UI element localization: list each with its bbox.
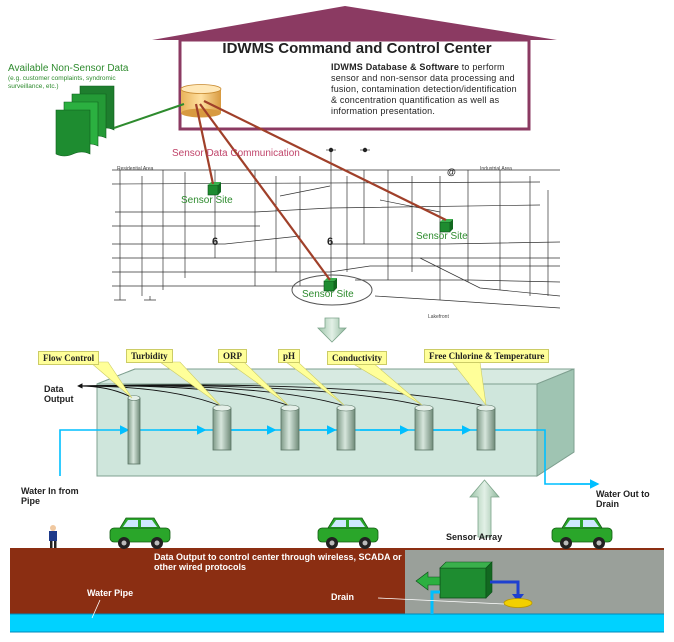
flow-control-cylinder — [127, 395, 141, 465]
outflow-pipe — [490, 580, 520, 596]
non-sensor-title: Available Non-Sensor Data — [8, 63, 129, 74]
water-pipe-label: Water Pipe — [87, 588, 134, 598]
callout-pointers — [89, 361, 487, 407]
sensor-data-communication-label: Sensor Data Communication — [172, 148, 300, 159]
data-output-arrow — [415, 571, 441, 591]
documents-icon — [55, 85, 115, 157]
sensor-array-device — [439, 561, 493, 599]
orp-sensor — [280, 404, 300, 451]
ph-sensor — [336, 404, 356, 451]
svg-text:6: 6 — [327, 236, 333, 248]
sensor-site-highlight — [291, 274, 373, 306]
sensor-array-label: Sensor Array — [446, 532, 503, 542]
command-center-title: IDWMS Command and Control Center — [222, 40, 492, 57]
free-chlorine-temperature-sensor — [476, 404, 496, 451]
inflow-pipe — [430, 590, 440, 614]
industrial-area-label: Industrial Area — [480, 166, 512, 172]
callout-turbidity: Turbidity — [126, 349, 173, 363]
water-out-label: Water Out to Drain — [596, 489, 650, 509]
lakefront-label: Lakefront — [428, 314, 449, 320]
network-map — [111, 149, 561, 309]
conductivity-sensor — [414, 404, 434, 451]
svg-text:@: @ — [447, 167, 456, 177]
description-text: to perform sensor and non-sensor data pr… — [331, 62, 517, 116]
communication-lines — [194, 100, 447, 281]
up-arrow — [469, 479, 500, 538]
sensor-site-label-industrial: Sensor Site — [416, 231, 468, 242]
callout-free-chlorine-temperature: Free Chlorine & Temperature — [424, 349, 550, 363]
car-icon — [109, 517, 171, 549]
drain-label: Drain — [331, 592, 355, 602]
water-in-label: Water In from Pipe — [21, 486, 79, 506]
non-sensor-link — [113, 103, 185, 129]
turbidity-sensor — [212, 404, 232, 451]
down-arrow — [317, 317, 347, 343]
drain-dish — [503, 598, 533, 608]
residential-area-label: Residential Area — [117, 166, 154, 172]
non-sensor-subtitle: (e.g. customer complaints, syndromic sur… — [8, 75, 116, 90]
data-output-label: Data Output — [44, 384, 74, 404]
data-output-control-label: Data Output to control center through wi… — [154, 552, 402, 572]
car-icon — [551, 517, 613, 549]
description-bold: IDWMS Database & Software — [331, 62, 460, 72]
svg-text:6: 6 — [212, 236, 218, 248]
sensor-site-label-center: Sensor Site — [302, 289, 354, 300]
callout-conductivity: Conductivity — [327, 351, 388, 365]
car-icon — [317, 517, 379, 549]
callout-flow-control: Flow Control — [38, 351, 100, 365]
water-pipe — [10, 614, 664, 632]
database-icon — [180, 84, 222, 118]
command-center-box — [178, 38, 531, 131]
person-icon — [49, 525, 57, 548]
sensor-site-label-residential: Sensor Site — [181, 195, 233, 206]
network-symbols: 6 6 @ — [212, 147, 456, 248]
callout-orp: ORP — [218, 349, 247, 363]
command-center-roof — [152, 6, 557, 40]
sensor-cube-icon — [207, 182, 221, 196]
command-center-description: IDWMS Database & Software to perform sen… — [331, 62, 523, 117]
callout-ph: pH — [278, 349, 301, 363]
